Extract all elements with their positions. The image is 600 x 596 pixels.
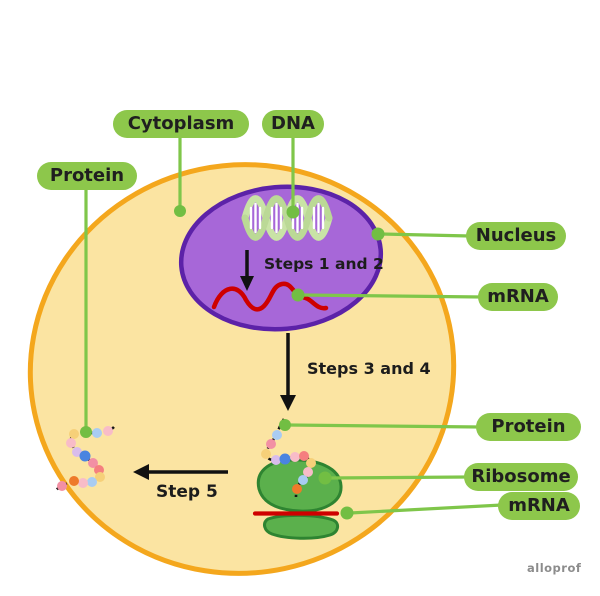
mrna-wave-icon — [211, 281, 329, 312]
protein-chain-nascent-icon — [261, 418, 316, 498]
label-mrna-ribosome: mRNA — [498, 492, 580, 520]
label-nucleus: Nucleus — [466, 222, 566, 250]
label-dna: DNA — [262, 110, 324, 138]
label-protein-left: Protein — [37, 162, 137, 190]
steps-1-2-text: Steps 1 and 2 — [264, 255, 384, 273]
ribosome-icon — [256, 458, 343, 540]
leader-dots — [80, 205, 385, 520]
protein-chain-finished-icon — [53, 426, 115, 493]
step-5-text: Step 5 — [156, 482, 218, 502]
step5-arrow — [133, 464, 228, 480]
label-mrna-nucleus: mRNA — [478, 283, 558, 311]
alloprof-watermark: alloprof — [527, 561, 582, 575]
export-arrow — [280, 333, 296, 411]
transcription-arrow — [240, 250, 254, 291]
steps-3-4-text: Steps 3 and 4 — [307, 359, 431, 378]
label-protein-right: Protein — [476, 413, 581, 441]
dna-helix-icon — [241, 195, 333, 241]
label-cytoplasm: Cytoplasm — [113, 110, 249, 138]
label-ribosome: Ribosome — [464, 463, 578, 491]
leader-lines — [84, 132, 503, 515]
